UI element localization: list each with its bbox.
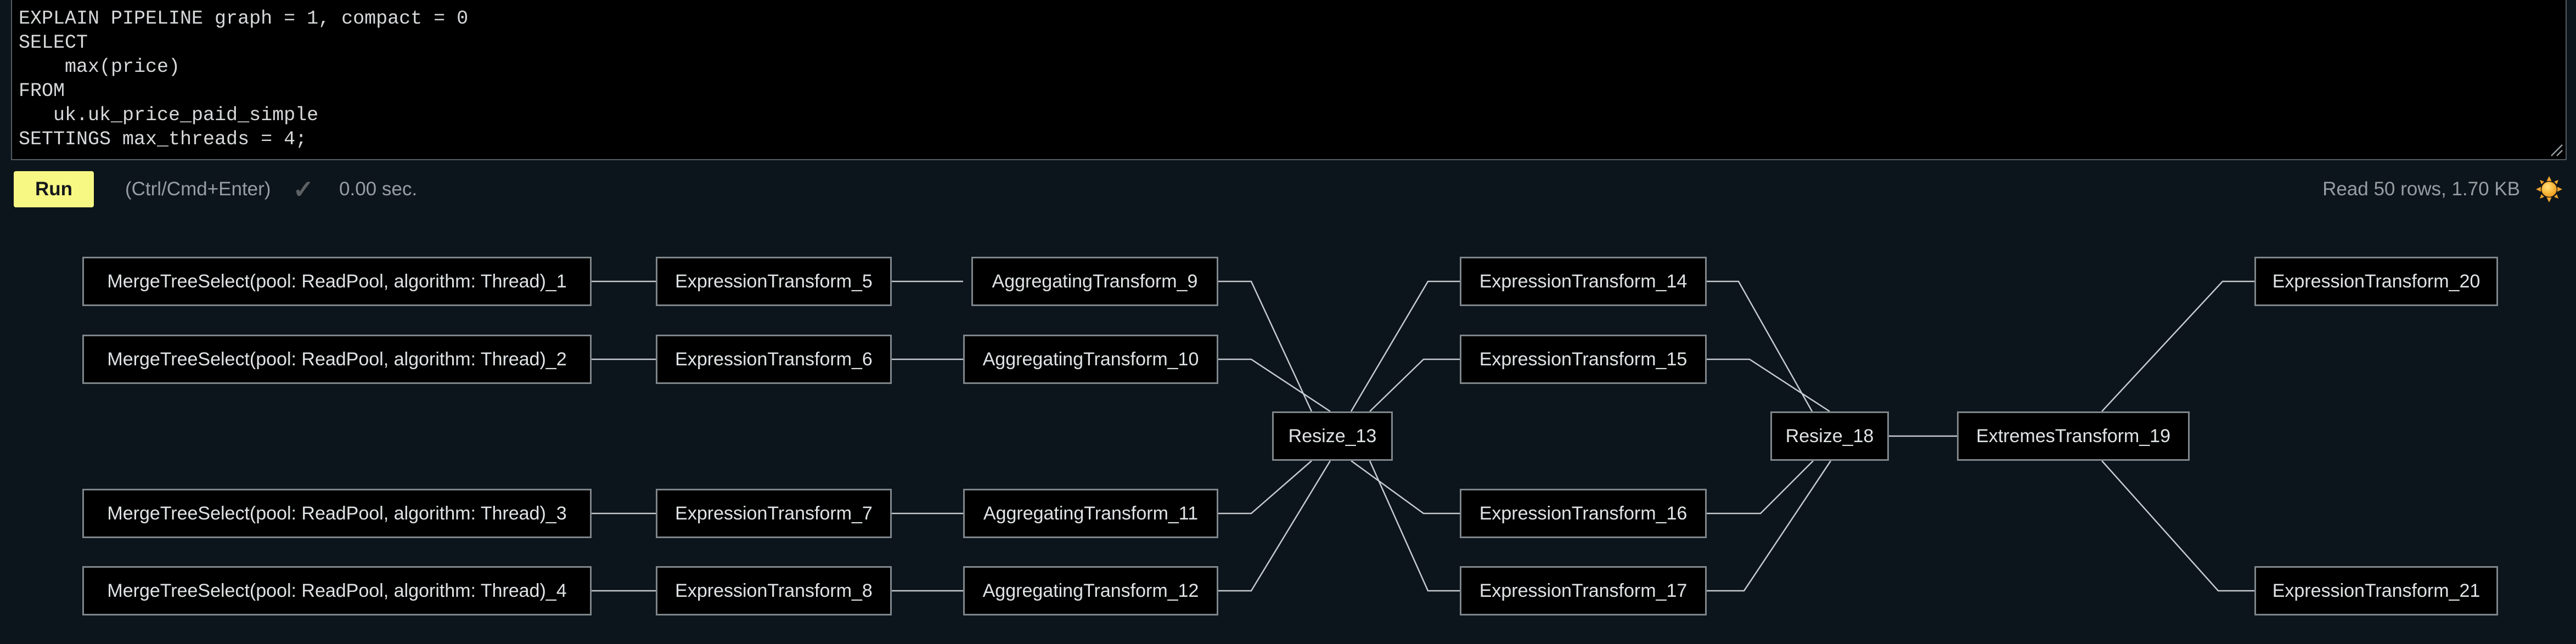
code-line: max(price) bbox=[19, 56, 181, 78]
node-MergeTreeSelect_4[interactable]: MergeTreeSelect(pool: ReadPool, algorith… bbox=[82, 566, 592, 615]
run-shortcut-hint: (Ctrl/Cmd+Enter) bbox=[125, 178, 271, 200]
node-ExpressionTransform_15[interactable]: ExpressionTransform_15 bbox=[1460, 335, 1707, 384]
edge-ExpressionTransform_14-Resize_18 bbox=[1707, 280, 1813, 412]
node-ExtremesTransform_19[interactable]: ExtremesTransform_19 bbox=[1957, 411, 2190, 461]
edge-ExpressionTransform_15-Resize_18 bbox=[1707, 358, 1830, 413]
pipeline-graph: MergeTreeSelect(pool: ReadPool, algorith… bbox=[0, 236, 2576, 644]
edge-AggregatingTransform_12-Resize_13 bbox=[1218, 460, 1331, 592]
node-ExpressionTransform_8[interactable]: ExpressionTransform_8 bbox=[656, 566, 892, 615]
node-ExpressionTransform_7[interactable]: ExpressionTransform_7 bbox=[656, 489, 892, 538]
code-line: EXPLAIN PIPELINE graph = 1, compact = 0 bbox=[19, 8, 469, 30]
node-ExpressionTransform_17[interactable]: ExpressionTransform_17 bbox=[1460, 566, 1707, 615]
edge-AggregatingTransform_9-Resize_13 bbox=[1218, 280, 1313, 412]
check-icon: ✓ bbox=[293, 175, 314, 204]
node-MergeTreeSelect_3[interactable]: MergeTreeSelect(pool: ReadPool, algorith… bbox=[82, 489, 592, 538]
toolbar: Run (Ctrl/Cmd+Enter) ✓ 0.00 sec. Read 50… bbox=[14, 171, 2563, 207]
node-AggregatingTransform_9[interactable]: AggregatingTransform_9 bbox=[971, 257, 1218, 306]
elapsed-time: 0.00 sec. bbox=[339, 178, 418, 200]
node-ExpressionTransform_21[interactable]: ExpressionTransform_21 bbox=[2254, 566, 2498, 615]
edge-Resize_13-ExpressionTransform_14 bbox=[1350, 280, 1460, 412]
node-ExpressionTransform_20[interactable]: ExpressionTransform_20 bbox=[2254, 257, 2498, 306]
pipeline-edges bbox=[592, 280, 2254, 592]
node-AggregatingTransform_11[interactable]: AggregatingTransform_11 bbox=[963, 489, 1218, 538]
edge-Resize_13-ExpressionTransform_17 bbox=[1369, 460, 1460, 592]
code-line: FROM bbox=[19, 80, 65, 102]
code-line: SELECT bbox=[19, 32, 88, 54]
run-button[interactable]: Run bbox=[14, 171, 94, 207]
sun-theme-toggle-icon[interactable] bbox=[2535, 176, 2563, 203]
node-AggregatingTransform_10[interactable]: AggregatingTransform_10 bbox=[963, 335, 1218, 384]
edge-ExpressionTransform_17-Resize_18 bbox=[1707, 460, 1832, 592]
node-MergeTreeSelect_1[interactable]: MergeTreeSelect(pool: ReadPool, algorith… bbox=[82, 257, 592, 306]
node-ExpressionTransform_5[interactable]: ExpressionTransform_5 bbox=[656, 257, 892, 306]
node-MergeTreeSelect_2[interactable]: MergeTreeSelect(pool: ReadPool, algorith… bbox=[82, 335, 592, 384]
node-AggregatingTransform_12[interactable]: AggregatingTransform_12 bbox=[963, 566, 1218, 615]
node-Resize_18[interactable]: Resize_18 bbox=[1770, 411, 1889, 461]
edge-Resize_13-ExpressionTransform_16 bbox=[1351, 460, 1460, 515]
code-line: SETTINGS max_threads = 4; bbox=[19, 128, 307, 150]
edge-ExtremesTransform_19-ExpressionTransform_20 bbox=[2101, 280, 2254, 412]
node-ExpressionTransform_6[interactable]: ExpressionTransform_6 bbox=[656, 335, 892, 384]
edge-Resize_13-ExpressionTransform_15 bbox=[1369, 358, 1460, 412]
edge-AggregatingTransform_10-Resize_13 bbox=[1218, 358, 1331, 413]
edge-ExpressionTransform_16-Resize_18 bbox=[1707, 460, 1814, 515]
node-ExpressionTransform_16[interactable]: ExpressionTransform_16 bbox=[1460, 489, 1707, 538]
edge-AggregatingTransform_11-Resize_13 bbox=[1218, 460, 1312, 515]
sql-editor[interactable]: EXPLAIN PIPELINE graph = 1, compact = 0 … bbox=[11, 0, 2567, 160]
code-line: uk.uk_price_paid_simple bbox=[19, 104, 319, 126]
node-Resize_13[interactable]: Resize_13 bbox=[1272, 411, 1393, 461]
read-stats: Read 50 rows, 1.70 KB bbox=[2322, 178, 2520, 200]
edge-ExtremesTransform_19-ExpressionTransform_21 bbox=[2101, 460, 2254, 592]
node-ExpressionTransform_14[interactable]: ExpressionTransform_14 bbox=[1460, 257, 1707, 306]
editor-resize-grip-icon[interactable] bbox=[2548, 143, 2563, 157]
